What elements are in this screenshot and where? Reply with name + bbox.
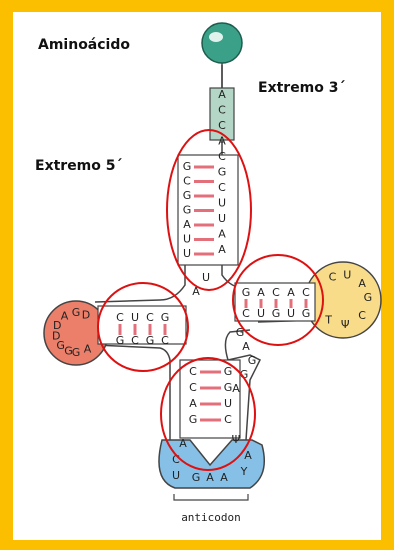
acceptor-5prime-nucleotide: C <box>183 175 191 188</box>
d-arm-nucleotide: C <box>146 311 154 324</box>
t-arm-nucleotide: G <box>272 307 281 320</box>
acceptor-3prime-nucleotide: C <box>218 104 226 117</box>
t-loop-nucleotide: G <box>364 291 373 304</box>
t-arm-nucleotide: A <box>287 286 295 299</box>
d-arm-nucleotide: G <box>146 334 155 347</box>
d-arm-nucleotide: U <box>131 311 139 324</box>
anticodon-arm-nucleotide: C <box>189 365 197 378</box>
d-arm-nucleotide: C <box>131 334 139 347</box>
t-loop-nucleotide: Ψ <box>341 318 350 331</box>
amino-acid-sphere <box>202 23 242 63</box>
acceptor-3prime-nucleotide: A <box>218 243 226 256</box>
t-arm-nucleotide: A <box>257 286 265 299</box>
anticodon-loop-nucleotide: A <box>179 437 187 450</box>
anticodon-loop-nucleotide: A <box>220 471 228 484</box>
d-loop-nucleotide: A <box>61 310 69 323</box>
acceptor-5prime-nucleotide: U <box>183 233 191 246</box>
acceptor-5prime-nucleotide: A <box>183 218 191 231</box>
t-loop-nucleotide: C <box>358 309 366 322</box>
acceptor-3prime-nucleotide: C <box>218 181 226 194</box>
d-loop-nucleotide: G <box>72 306 81 319</box>
acceptor-5prime-nucleotide: G <box>183 189 192 202</box>
t-arm-nucleotide: C <box>302 286 310 299</box>
d-loop-nucleotide: G <box>72 346 81 359</box>
anticodon-arm-nucleotide: G <box>224 365 233 378</box>
anticodon-arm-nucleotide: G <box>224 381 233 394</box>
d-arm-nucleotide: G <box>116 334 125 347</box>
t-loop-nucleotide: U <box>343 268 351 281</box>
anticodon-arm-nucleotide: G <box>189 413 198 426</box>
acceptor-5prime-nucleotide: U <box>183 247 191 260</box>
anticodon-arm-nucleotide: A <box>189 397 197 410</box>
acceptor-3prime-nucleotide: U <box>218 212 226 225</box>
anticodon-arm-nucleotide: C <box>189 381 197 394</box>
junction-nucleotide: A <box>242 340 250 353</box>
anticodon-arm-nucleotide: U <box>224 397 232 410</box>
acceptor-3prime-nucleotide: U <box>218 197 226 210</box>
anticodon-arm-nucleotide: C <box>224 413 232 426</box>
t-arm-nucleotide: U <box>257 307 265 320</box>
five-prime-end-label: Extremo 5´ <box>35 158 123 174</box>
t-arm-nucleotide: G <box>242 286 251 299</box>
d-loop-nucleotide: A <box>84 342 92 355</box>
acceptor-5prime-nucleotide: G <box>183 204 192 217</box>
junction-nucleotide: G <box>248 354 257 367</box>
t-loop-nucleotide: A <box>358 277 366 290</box>
t-arm-nucleotide: C <box>242 307 250 320</box>
junction-nucleotide: U <box>202 271 210 284</box>
acceptor-3prime-nucleotide: A <box>218 228 226 241</box>
anticodon-label: anticodon <box>181 511 241 524</box>
d-arm-nucleotide: C <box>116 311 124 324</box>
d-arm-nucleotide: G <box>161 311 170 324</box>
acceptor-3prime-nucleotide: G <box>218 166 227 179</box>
t-loop-nucleotide: T <box>324 313 332 326</box>
anticodon-loop-nucleotide: Ψ <box>232 433 241 446</box>
amino-acid-highlight <box>209 32 223 42</box>
amino-acid-label: Aminoácido <box>38 37 130 53</box>
anticodon-loop-nucleotide: A <box>244 449 252 462</box>
anticodon-bracket <box>174 494 248 500</box>
t-arm-nucleotide: G <box>302 307 311 320</box>
three-prime-end-label: Extremo 3´ <box>258 80 346 96</box>
anticodon-loop-nucleotide: U <box>172 469 180 482</box>
t-arm-nucleotide: U <box>287 307 295 320</box>
anticodon-loop-nucleotide: G <box>192 471 201 484</box>
acceptor-3prime-nucleotide: C <box>218 119 226 132</box>
d-loop-nucleotide: D <box>82 309 90 322</box>
junction-nucleotide: A <box>232 382 240 395</box>
t-arm-nucleotide: C <box>272 286 280 299</box>
d-arm-region <box>98 306 186 344</box>
acceptor-3prime-nucleotide: C <box>218 150 226 163</box>
anticodon-loop-nucleotide: A <box>206 471 214 484</box>
t-loop-nucleotide: C <box>329 270 337 283</box>
acceptor-5prime-nucleotide: G <box>183 160 192 173</box>
anticodon-loop-nucleotide: Y <box>240 465 248 478</box>
d-arm-nucleotide: C <box>161 334 169 347</box>
acceptor-3prime-nucleotide: A <box>218 88 226 101</box>
